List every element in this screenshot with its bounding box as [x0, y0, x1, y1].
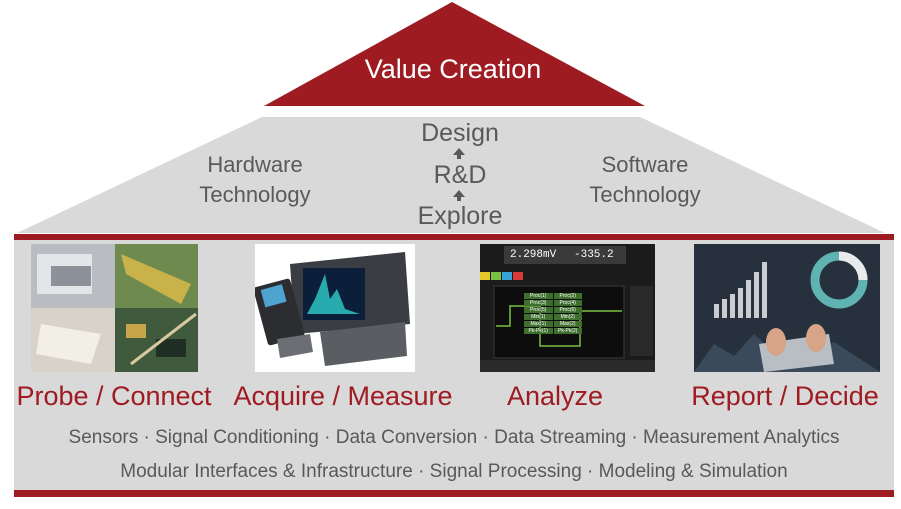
roof-trapezoid	[17, 117, 885, 233]
hardware-label-line2: Technology	[199, 182, 311, 207]
hardware-technology-label: Hardware Technology	[180, 150, 330, 210]
top-band	[14, 234, 894, 240]
software-label-line1: Software	[601, 152, 689, 177]
bottom-band	[14, 490, 894, 497]
screen-cell: Pk-Pk(2)	[553, 328, 582, 334]
screen-cell: Max(1)	[524, 321, 553, 327]
design-label: Design	[421, 119, 499, 147]
screen-cell: Pk-Pk(1)	[524, 328, 553, 334]
arrow-up-icon	[453, 190, 465, 201]
report-decide-photo	[694, 244, 880, 372]
stage-probe-connect: Probe / Connect	[16, 381, 212, 411]
house-roof	[17, 2, 885, 233]
probe-connect-photo	[31, 244, 198, 372]
acquire-measure-photo	[255, 244, 415, 372]
screen-cell: Max(2)	[553, 321, 582, 327]
value-creation-title: Value Creation	[364, 54, 542, 84]
capabilities-line-1: Sensors · Signal Conditioning · Data Con…	[68, 427, 840, 448]
stage-report-decide: Report / Decide	[691, 381, 879, 411]
software-technology-label: Software Technology	[570, 150, 720, 210]
screen-reading-1: 2.298mV	[510, 249, 557, 261]
screen-cell: Proc(2)	[553, 293, 582, 299]
hardware-label-line1: Hardware	[207, 152, 303, 177]
screen-cell: Proc(6)	[553, 307, 582, 313]
capabilities-line-2: Modular Interfaces & Infrastructure · Si…	[120, 461, 788, 482]
arrow-up-icon	[453, 148, 465, 159]
stage-acquire-measure: Acquire / Measure	[233, 381, 453, 411]
screen-measure-grid: Proc(1) Proc(2) Proc(3) Proc(4) Proc(5) …	[524, 293, 582, 334]
analyze-screen-photo: 2.298mV -335.2 uA Proc(1) Proc(2) Proc(3…	[480, 244, 655, 372]
software-label-line2: Technology	[589, 182, 701, 207]
screen-cell: Min(1)	[524, 314, 553, 320]
explore-label: Explore	[417, 202, 503, 230]
stage-analyze: Analyze	[506, 381, 604, 411]
screen-cell: Proc(3)	[524, 300, 553, 306]
screen-cell: Min(2)	[553, 314, 582, 320]
screen-cell: Proc(4)	[553, 300, 582, 306]
rnd-label: R&D	[433, 161, 487, 189]
screen-cell: Proc(5)	[524, 307, 553, 313]
value-creation-triangle	[264, 2, 645, 106]
screen-cell: Proc(1)	[524, 293, 553, 299]
